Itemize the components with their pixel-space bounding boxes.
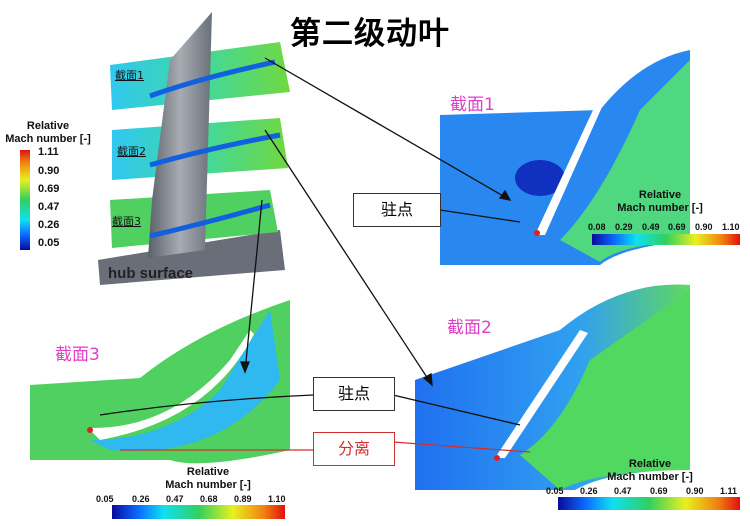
legend-title-line2: Mach number [-] bbox=[5, 133, 91, 145]
blade-3d-view bbox=[98, 12, 290, 285]
left-legend-tick: 1.11 bbox=[38, 146, 59, 158]
section-label-3d-1: 截面1 bbox=[115, 69, 144, 82]
panel1-legend-title: Relative Mach number [-] bbox=[600, 189, 720, 215]
legend-title-line1: Relative bbox=[26, 120, 70, 132]
panel2-tick: 0.90 bbox=[686, 486, 704, 496]
stagnation-point-callout-2: 驻点 bbox=[313, 377, 395, 411]
panel-section-1 bbox=[440, 50, 740, 265]
panel2-legend-title: Relative Mach number [-] bbox=[590, 458, 710, 484]
panel3-legend-title: Relative Mach number [-] bbox=[148, 466, 268, 492]
panel1-tick: 0.69 bbox=[668, 222, 686, 232]
panel3-tick: 1.10 bbox=[268, 494, 286, 504]
hub-surface-label: hub surface bbox=[108, 265, 194, 282]
panel3-tick: 0.68 bbox=[200, 494, 218, 504]
panel3-tick: 0.26 bbox=[132, 494, 150, 504]
left-legend-tick: 0.05 bbox=[38, 237, 60, 249]
panel1-tick: 1.10 bbox=[722, 222, 740, 232]
panel2-label: 截面2 bbox=[447, 318, 492, 338]
left-legend-tick: 0.47 bbox=[38, 201, 60, 213]
panel1-tick: 0.08 bbox=[588, 222, 606, 232]
panel1-tick: 0.49 bbox=[642, 222, 660, 232]
hub-surface bbox=[98, 230, 285, 285]
wake-2 bbox=[149, 132, 281, 168]
panel-section-3 bbox=[30, 300, 290, 519]
panel2-tick: 0.26 bbox=[580, 486, 598, 496]
legend-title-line1: Relative bbox=[628, 458, 672, 470]
panel3-colorbar bbox=[112, 505, 285, 519]
panel1-tick: 0.29 bbox=[615, 222, 633, 232]
connector-arrows bbox=[99, 57, 531, 453]
left-colorbar bbox=[20, 150, 30, 250]
panel1-colorbar bbox=[592, 234, 740, 245]
separation-callout: 分离 bbox=[313, 432, 395, 466]
panel3-tick: 0.05 bbox=[96, 494, 114, 504]
wake-1 bbox=[149, 59, 276, 99]
panel-section-2 bbox=[415, 284, 740, 510]
legend-title-line2: Mach number [-] bbox=[617, 202, 703, 214]
left-legend-tick: 0.90 bbox=[38, 165, 60, 177]
panel2-tick: 0.47 bbox=[614, 486, 632, 496]
legend-title-line1: Relative bbox=[638, 189, 682, 201]
left-legend-tick: 0.26 bbox=[38, 219, 60, 231]
panel2-colorbar bbox=[558, 497, 740, 510]
panel1-tick: 0.90 bbox=[695, 222, 713, 232]
left-legend-tick: 0.69 bbox=[38, 183, 60, 195]
panel2-tick: 0.69 bbox=[650, 486, 668, 496]
legend-title-line2: Mach number [-] bbox=[165, 479, 251, 491]
section-label-3d-3: 截面3 bbox=[112, 215, 141, 228]
legend-title-line2: Mach number [-] bbox=[607, 471, 693, 483]
panel3-tick: 0.47 bbox=[166, 494, 184, 504]
figure-title: 第二级动叶 bbox=[290, 16, 450, 52]
panel3-tick: 0.89 bbox=[234, 494, 252, 504]
wake-3 bbox=[149, 202, 271, 239]
stagnation-point-callout-1: 驻点 bbox=[353, 193, 441, 227]
legend-title-line1: Relative bbox=[186, 466, 230, 478]
panel2-tick: 0.05 bbox=[546, 486, 564, 496]
panel2-tick: 1.11 bbox=[720, 486, 738, 496]
panel1-label: 截面1 bbox=[450, 95, 495, 115]
blade-surface bbox=[148, 12, 212, 258]
left-legend-title: Relative Mach number [-] bbox=[2, 120, 94, 146]
section-label-3d-2: 截面2 bbox=[117, 145, 146, 158]
panel3-label: 截面3 bbox=[55, 345, 100, 365]
